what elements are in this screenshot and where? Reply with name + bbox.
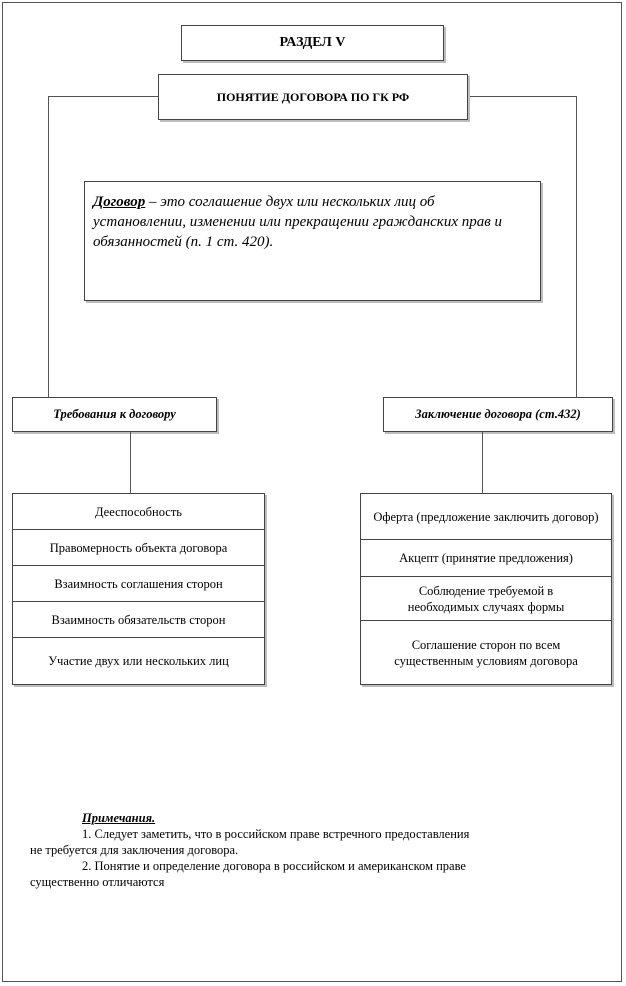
list-item: Соблюдение требуемой в необходимых случа…	[361, 577, 611, 621]
connector-top-right	[468, 96, 576, 97]
list-item: Взаимность обязательств сторон	[13, 602, 264, 638]
list-item: Соглашение сторон по всем существенным у…	[394, 637, 578, 668]
note-2-line-1: 2. Понятие и определение договора в росс…	[82, 859, 466, 873]
definition-term: Договор	[93, 194, 146, 210]
definition-box: Договор – это соглашение двух или нескол…	[84, 181, 541, 301]
connector-top-left	[48, 96, 158, 97]
section-title-text: РАЗДЕЛ V	[279, 35, 346, 50]
connector-conclusion	[482, 432, 483, 493]
section-title: РАЗДЕЛ V	[181, 25, 444, 61]
connector-right-down	[576, 96, 577, 397]
connector-left-down	[48, 96, 49, 397]
requirements-title-text: Требования к договору	[53, 407, 176, 421]
definition-text: – это соглашение двух или нескольких лиц…	[93, 194, 502, 250]
notes-header: Примечания.	[82, 811, 156, 825]
conclusion-list: Оферта (предложение заключить договор) А…	[360, 493, 612, 685]
requirements-title: Требования к договору	[12, 397, 217, 432]
list-item: Дееспособность	[13, 494, 264, 530]
main-title-text: ПОНЯТИЕ ДОГОВОРА ПО ГК РФ	[216, 89, 410, 104]
main-title: ПОНЯТИЕ ДОГОВОРА ПО ГК РФ	[158, 74, 468, 120]
note-2-line-2: существенно отличаются	[30, 875, 165, 889]
notes: Примечания. 1. Следует заметить, что в р…	[30, 810, 590, 890]
list-item: Правомерность объекта договора	[13, 530, 264, 566]
list-item: Акцепт (принятие предложения)	[361, 540, 611, 577]
requirements-list: Дееспособность Правомерность объекта дог…	[12, 493, 265, 685]
list-item: Взаимность соглашения сторон	[13, 566, 264, 602]
list-item: Оферта (предложение заключить договор)	[361, 494, 611, 540]
conclusion-title: Заключение договора (ст.432)	[383, 397, 613, 432]
list-item: Участие двух или нескольких лиц	[48, 654, 229, 668]
note-1-line-1: 1. Следует заметить, что в российском пр…	[82, 827, 470, 841]
connector-requirements	[130, 432, 131, 493]
conclusion-title-text: Заключение договора (ст.432)	[415, 407, 581, 421]
note-1-line-2: не требуется для заключения договора.	[30, 843, 239, 857]
